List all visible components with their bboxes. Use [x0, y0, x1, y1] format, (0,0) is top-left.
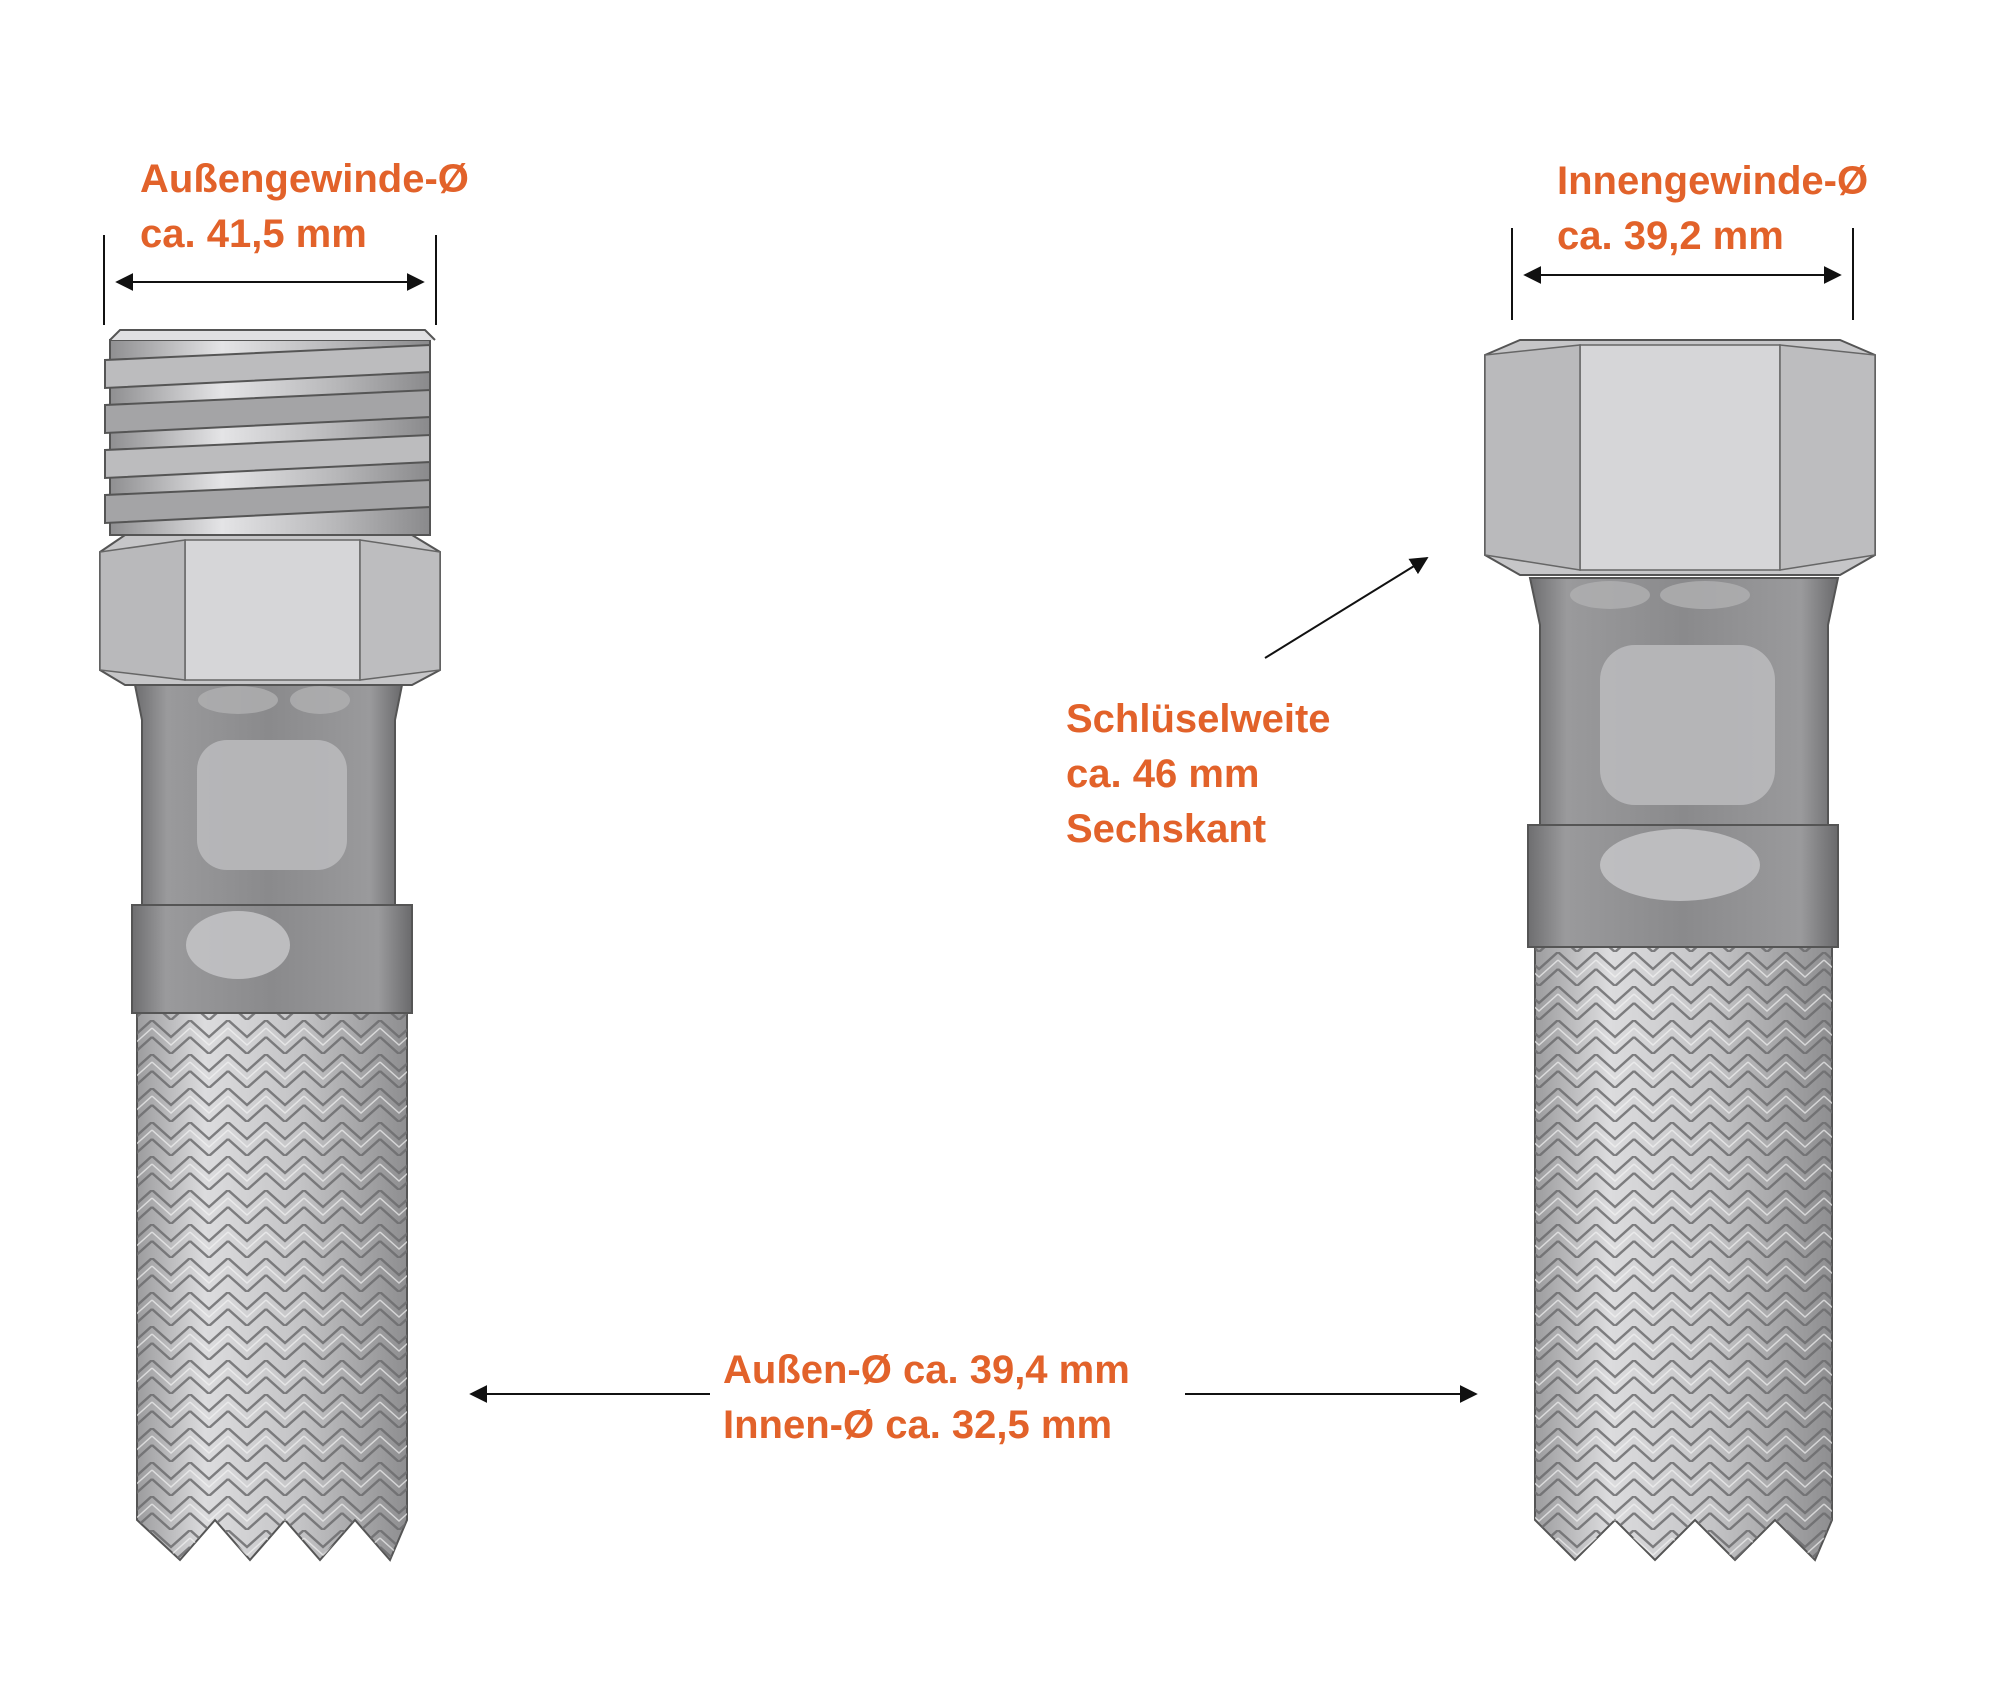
- male-thread-value: ca. 41,5 mm: [140, 212, 367, 256]
- right-hex-nut: [1484, 339, 1876, 576]
- female-thread-value: ca. 39,2 mm: [1557, 214, 1784, 258]
- wrench-size-value: ca. 46 mm: [1066, 752, 1259, 796]
- left-hex-nut: [99, 534, 441, 686]
- male-thread-hose-fitting: [99, 329, 441, 1562]
- female-nut-hose-fitting: [1484, 339, 1876, 1562]
- female-thread-label: Innengewinde-Ø: [1557, 159, 1868, 203]
- hose-outer-diameter-label: Außen-Ø ca. 39,4 mm: [723, 1348, 1130, 1392]
- wrench-shape-label: Sechskant: [1066, 807, 1266, 851]
- right-ferrule: [1527, 577, 1840, 948]
- hose-inner-diameter-label: Innen-Ø ca. 32,5 mm: [723, 1403, 1112, 1447]
- wrench-size-leader-arrow: [1264, 557, 1429, 659]
- male-thread-label: Außengewinde-Ø: [140, 157, 469, 201]
- right-braided-hose: [1534, 944, 1833, 1562]
- left-external-thread: [104, 329, 436, 536]
- left-braided-hose: [136, 1009, 408, 1562]
- dimension-lines: [103, 228, 1854, 1403]
- left-ferrule: [131, 684, 413, 1014]
- dimension-labels: Außengewinde-Ø ca. 41,5 mm Innengewinde-…: [140, 157, 1868, 1447]
- wrench-size-label: Schlüselweite: [1066, 697, 1331, 741]
